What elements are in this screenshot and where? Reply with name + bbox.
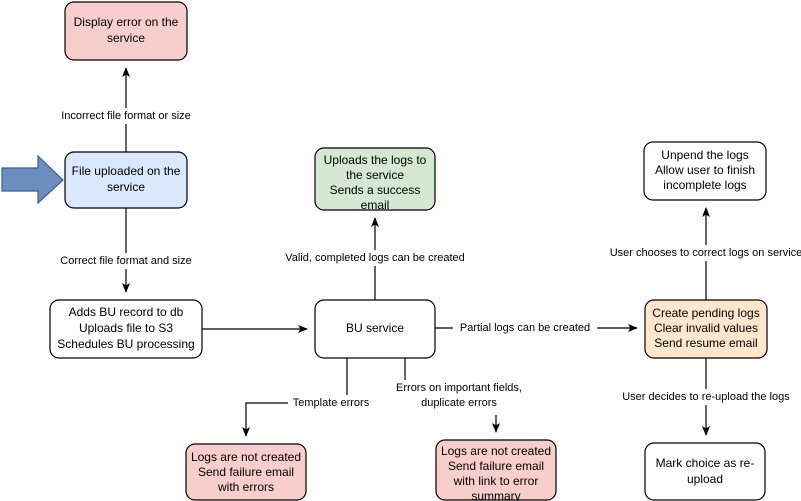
node-display-error[interactable]: Display error on the service: [64, 1, 188, 61]
node-rect-logs-not-created-errors[interactable]: [185, 443, 307, 501]
node-label-uploads-logs-line2: the service: [346, 168, 404, 182]
edge-label-user-corrects-logs: User chooses to correct logs on service: [610, 247, 801, 259]
edge-label-incorrect-file-format: Incorrect file format or size: [61, 110, 191, 122]
node-label-adds-bu-record-line2: Uploads file to S3: [79, 321, 173, 335]
edge-label-bg-template-errors: [288, 395, 374, 411]
node-rect-display-error[interactable]: [64, 1, 188, 61]
node-label-unpend-logs-line3: incomplete logs: [663, 178, 746, 192]
node-unpend-logs[interactable]: Unpend the logs Allow user to finish inc…: [643, 141, 767, 201]
node-label-adds-bu-record-line1: Adds BU record to db: [69, 305, 184, 319]
node-logs-not-created-errors[interactable]: Logs are not created Send failure email …: [185, 443, 307, 501]
node-label-uploads-logs-line3: Sends a success: [330, 183, 421, 197]
node-uploads-logs[interactable]: Uploads the logs to the service Sends a …: [314, 147, 436, 212]
edge-label-partial-logs: Partial logs can be created: [460, 322, 590, 334]
node-label-logs-not-created-errors-line2: Send failure email: [198, 465, 294, 479]
edge-incorrect-file-format: Incorrect file format or size: [52, 67, 200, 152]
node-label-unpend-logs-line1: Unpend the logs: [661, 148, 748, 162]
edge-correct-file-format: Correct file format and size: [54, 208, 198, 293]
edge-label-bg-partial-logs: [453, 320, 597, 336]
node-rect-bu-service[interactable]: [314, 299, 436, 359]
node-label-uploads-logs-line4: email: [361, 198, 390, 212]
node-bu-service[interactable]: BU service: [314, 299, 436, 359]
node-logs-not-created-summary[interactable]: Logs are not created Send failure email …: [435, 439, 557, 501]
node-rect-uploads-logs[interactable]: [314, 147, 436, 211]
node-label-adds-bu-record-line3: Schedules BU processing: [57, 337, 194, 351]
node-label-display-error-line1: Display error on the: [74, 15, 179, 29]
node-mark-choice-reupload[interactable]: Mark choice as re- upload: [644, 442, 766, 501]
edge-label-template-errors: Template errors: [293, 397, 370, 409]
node-create-pending-logs[interactable]: Create pending logs Clear invalid values…: [644, 299, 768, 359]
edge-label-valid-completed-logs: Valid, completed logs can be created: [285, 252, 465, 264]
entry-arrow-icon: [1, 154, 64, 205]
edge-label-important-field-errors-line2: duplicate errors: [421, 397, 497, 409]
edge-partial-logs: Partial logs can be created: [435, 320, 638, 336]
edge-label-bg-user-corrects-logs: [604, 245, 801, 261]
edge-user-corrects-logs: User chooses to correct logs on service: [604, 207, 801, 300]
node-label-file-uploaded-line1: File uploaded on the: [72, 164, 181, 178]
node-label-create-pending-logs-line1: Create pending logs: [652, 306, 759, 320]
node-rect-logs-not-created-summary[interactable]: [435, 439, 557, 501]
edge-label-bg-valid-completed-logs: [280, 250, 472, 266]
node-rect-create-pending-logs[interactable]: [644, 299, 768, 359]
node-label-bu-service: BU service: [346, 321, 404, 335]
node-rect-file-uploaded[interactable]: [64, 151, 188, 209]
node-adds-bu-record[interactable]: Adds BU record to db Uploads file to S3 …: [49, 299, 203, 359]
node-label-unpend-logs-line2: Allow user to finish: [655, 163, 755, 177]
node-label-display-error-line2: service: [107, 31, 145, 45]
node-file-uploaded[interactable]: File uploaded on the service: [64, 151, 188, 209]
node-label-logs-not-created-summary-line4: summary: [471, 489, 520, 501]
node-label-mark-choice-reupload-line1: Mark choice as re-: [656, 456, 755, 470]
node-label-create-pending-logs-line3: Send resume email: [654, 336, 757, 350]
edge-label-bg-incorrect-file-format: [52, 108, 200, 124]
node-rect-adds-bu-record[interactable]: [49, 299, 203, 359]
edge-label-user-reuploads-logs: User decides to re-upload the logs: [622, 391, 790, 403]
edge-label-important-field-errors-line1: Errors on important fields,: [396, 382, 522, 394]
node-label-logs-not-created-summary-line1: Logs are not created: [441, 444, 551, 458]
node-rect-mark-choice-reupload[interactable]: [644, 442, 766, 501]
node-label-uploads-logs-line1: Uploads the logs to: [324, 153, 427, 167]
edge-template-errors: Template errors: [242, 358, 374, 437]
node-label-mark-choice-reupload-line2: upload: [687, 472, 723, 486]
node-rect-unpend-logs[interactable]: [643, 141, 767, 201]
node-label-create-pending-logs-line2: Clear invalid values: [654, 321, 758, 335]
edge-label-bg-important-field-errors: [386, 380, 532, 412]
edge-valid-completed-logs: Valid, completed logs can be created: [280, 217, 472, 300]
node-label-logs-not-created-summary-line3: with link to error: [453, 474, 539, 488]
node-label-file-uploaded-line2: service: [107, 180, 145, 194]
edge-user-reuploads-logs: User decides to re-upload the logs: [620, 358, 796, 436]
edge-label-bg-user-reuploads-logs: [620, 389, 796, 405]
edge-important-field-errors: Errors on important fields, duplicate er…: [386, 358, 532, 433]
node-label-logs-not-created-errors-line1: Logs are not created: [191, 450, 301, 464]
entry-arrow-shape: [1, 154, 64, 205]
node-label-logs-not-created-errors-line3: with errors: [217, 480, 274, 494]
node-label-logs-not-created-summary-line2: Send failure email: [448, 459, 544, 473]
edge-label-correct-file-format: Correct file format and size: [60, 255, 191, 267]
edge-label-bg-correct-file-format: [54, 253, 198, 269]
